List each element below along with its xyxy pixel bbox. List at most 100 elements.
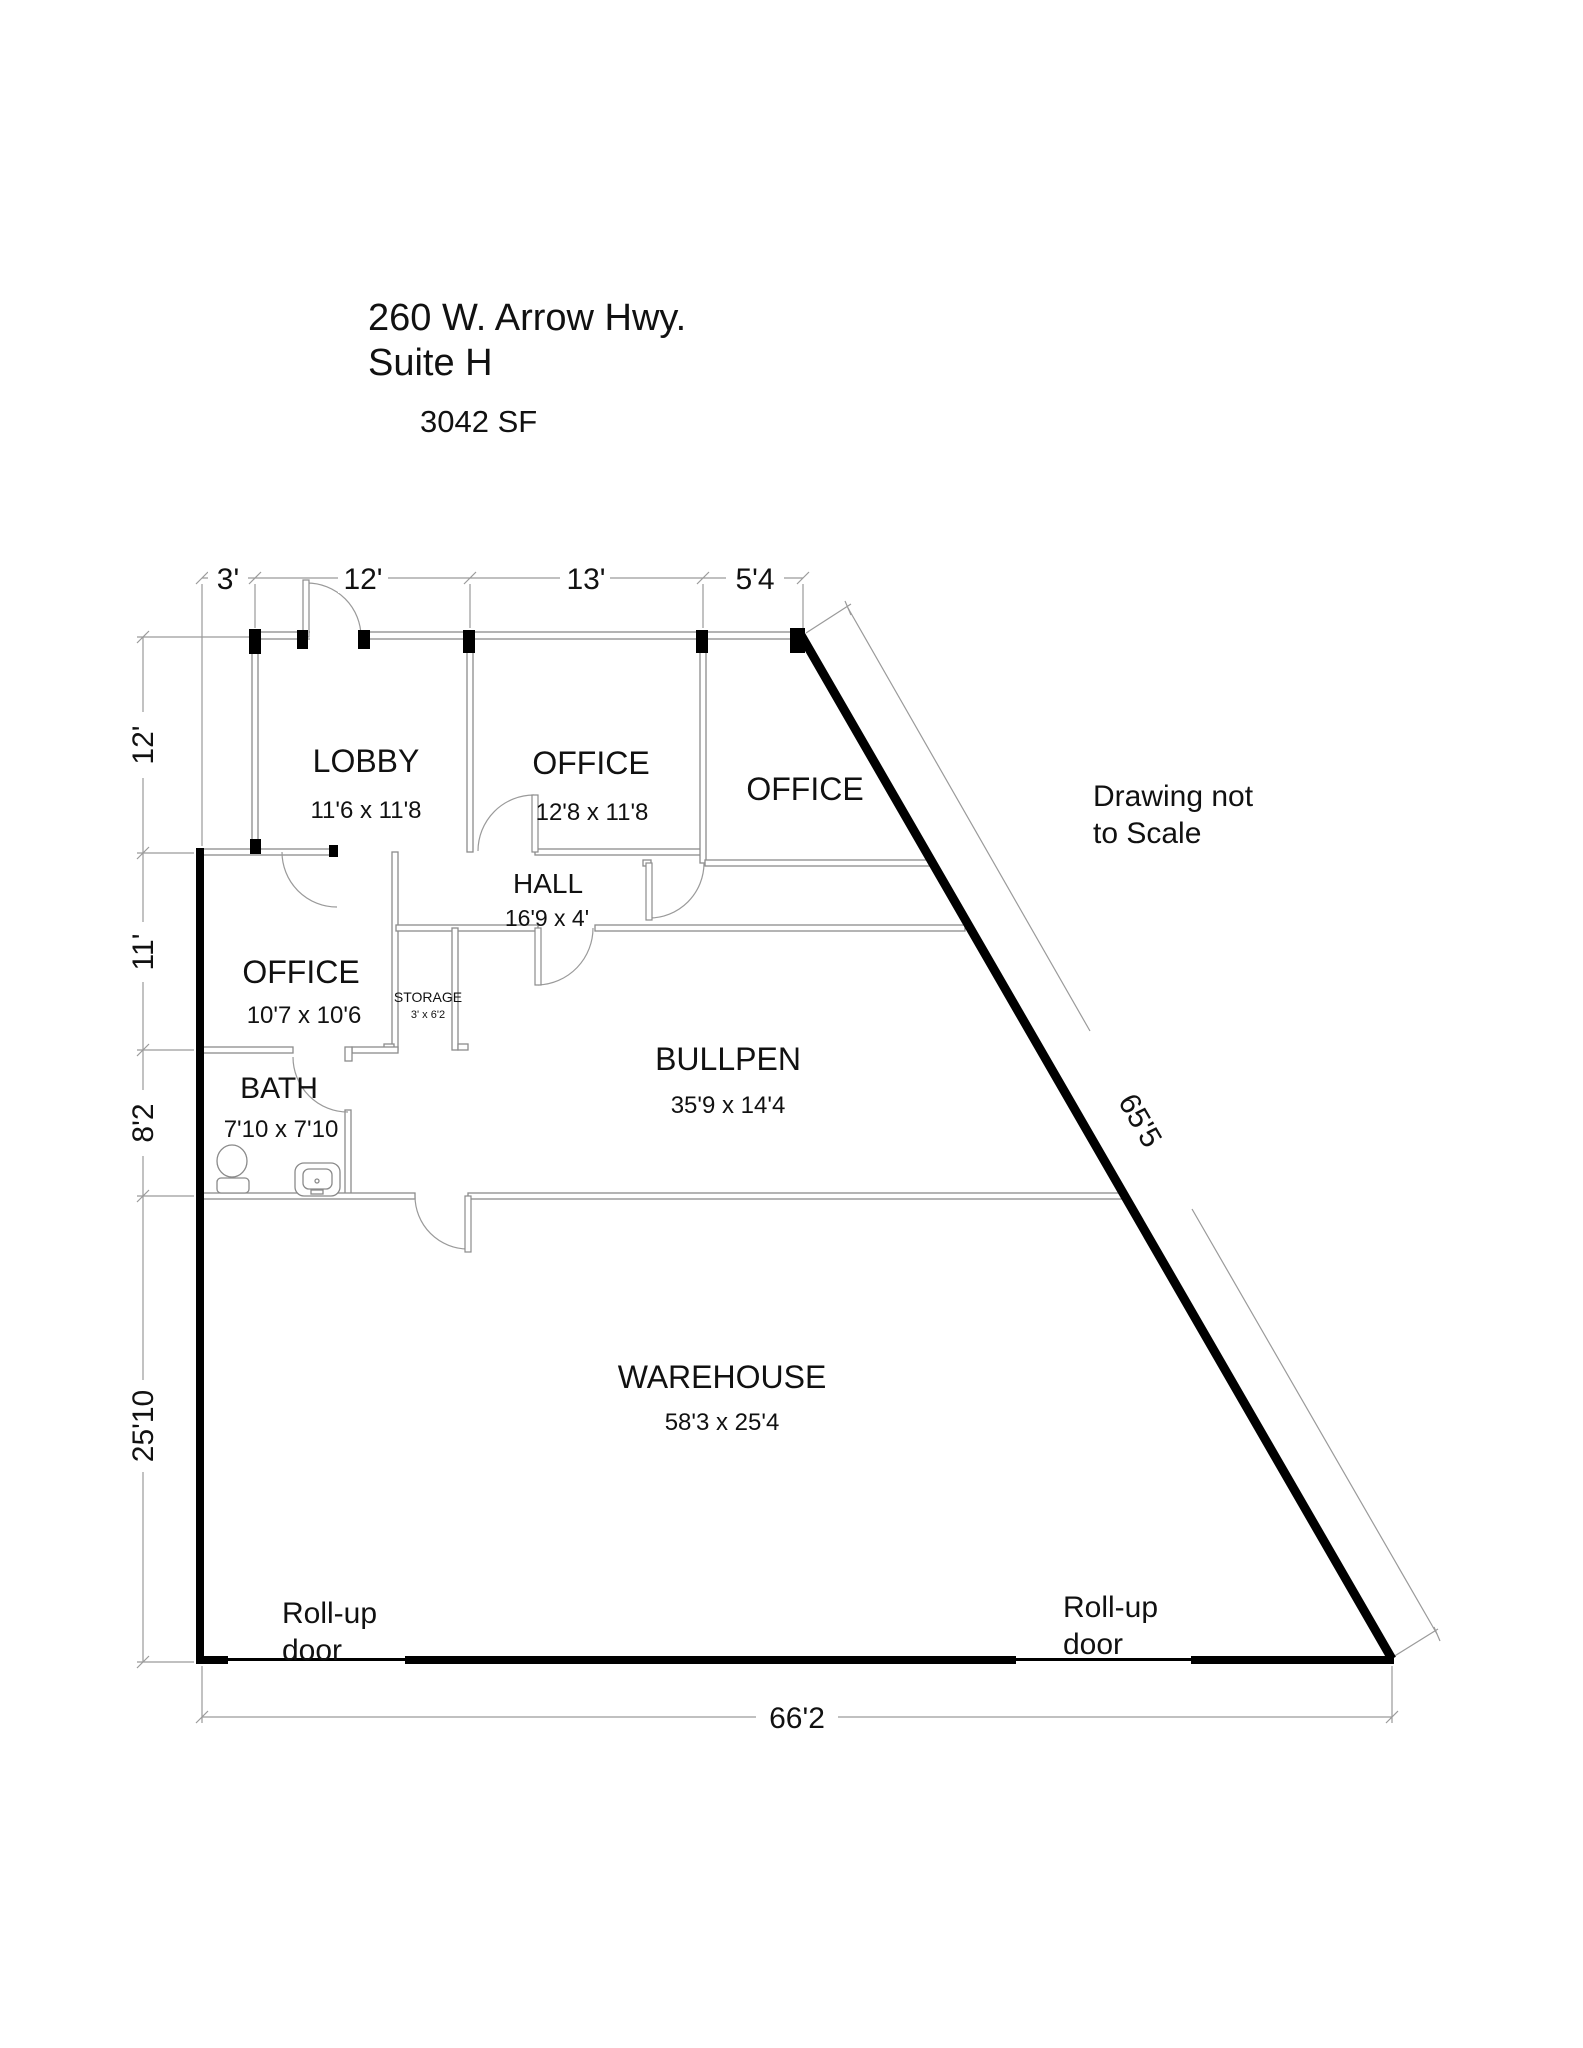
dim-tick (463, 571, 477, 585)
room-dims-office-front: 12'8 x 11'8 (536, 799, 649, 826)
wall-office-rear-bottom-west (199, 1046, 294, 1054)
dim-tick (195, 571, 209, 585)
toilet-bowl-icon (216, 1144, 248, 1178)
room-label-office-rear: OFFICE (242, 954, 359, 990)
dim-top-13ft: 13' (566, 563, 605, 596)
wall-exterior-diagonal (797, 632, 1396, 1662)
wall-office-front-bottom (534, 848, 704, 856)
wall-bath-east (344, 1109, 352, 1197)
dim-top-12ft: 12' (343, 563, 382, 596)
note-line1: Drawing not (1093, 780, 1254, 813)
room-dims-warehouse: 58'3 x 25'4 (665, 1409, 780, 1436)
extension-line (805, 603, 852, 634)
rollup-door-right-label-line1: Roll-up (1063, 1591, 1158, 1624)
office-front-door-leaf (531, 794, 539, 853)
sink-faucet-icon (310, 1189, 324, 1195)
post (297, 630, 308, 649)
wall-office-rear-east (391, 851, 399, 1051)
wall-end-cap (329, 845, 338, 857)
diagonal-dimension-line (847, 607, 1091, 1032)
dim-left-25ft10: 25'10 (127, 1390, 160, 1462)
dim-diagonal-65ft5: 65'5 (1111, 1088, 1167, 1153)
dim-tick (1433, 1626, 1441, 1642)
warehouse-door-leaf (464, 1195, 472, 1253)
wall-posts (249, 628, 805, 857)
dim-tick (796, 571, 810, 585)
room-dims-bullpen: 35'9 x 14'4 (671, 1092, 786, 1119)
labels: 260 W. Arrow Hwy. Suite H 3042 SF Drawin… (127, 297, 1254, 1735)
room-dims-bath: 7'10 x 7'10 (224, 1116, 339, 1143)
dim-left-11ft: 11' (127, 934, 160, 971)
dim-left-12ft: 12' (127, 725, 160, 764)
dim-top-3ft: 3' (217, 563, 239, 596)
toilet-tank-icon (216, 1177, 250, 1194)
wall-office-rear-top (199, 848, 338, 856)
office-rear-door-swing-arc (281, 851, 338, 908)
room-label-office-corner: OFFICE (746, 771, 863, 807)
post-lobby-southwest (250, 839, 261, 854)
bullpen-door-leaf (534, 927, 542, 986)
entry-door-swing-arc (306, 582, 362, 638)
room-dims-lobby: 11'6 x 11'8 (310, 797, 421, 824)
warehouse-door-swing-arc (414, 1195, 469, 1250)
rollup-door-right (1016, 1658, 1191, 1661)
room-label-hall: HALL (513, 868, 583, 899)
room-label-bath: BATH (240, 1072, 318, 1105)
room-label-office-front: OFFICE (532, 745, 649, 781)
diagonal-dimension-line (1191, 1208, 1438, 1635)
bullpen-door-swing-arc (537, 927, 594, 986)
extension-line (1392, 1628, 1439, 1658)
wall-bullpen-bottom-east (467, 1192, 1125, 1200)
exterior-walls (196, 632, 1396, 1664)
rollup-door-left-label-line2: door (282, 1634, 342, 1667)
room-label-warehouse: WAREHOUSE (618, 1359, 827, 1395)
wall-hall-bottom-east (594, 924, 966, 932)
wall-office-rear-bottom-east (351, 1046, 399, 1054)
wall-exterior-south (405, 1656, 1016, 1664)
dim-top-5ft4: 5'4 (735, 563, 774, 596)
dim-tick (696, 571, 710, 585)
rollup-door-right-label-line2: door (1063, 1628, 1123, 1661)
post (249, 629, 261, 654)
post (696, 630, 708, 653)
entry-door-opening (310, 630, 360, 641)
entry-door-leaf (302, 579, 310, 638)
post-northeast-corner (790, 628, 805, 653)
bath-fixtures (216, 1144, 341, 1197)
rollup-door-left-label-line1: Roll-up (282, 1597, 377, 1630)
room-label-storage: STORAGE (394, 989, 462, 1005)
address-line1: 260 W. Arrow Hwy. (368, 297, 686, 339)
post (463, 630, 475, 653)
office-front-door-swing-arc (477, 794, 535, 852)
room-label-bullpen: BULLPEN (655, 1041, 801, 1077)
dim-bottom-66ft2: 66'2 (769, 1702, 825, 1735)
wall-exterior-south (196, 1656, 228, 1664)
office-corner-door-leaf (645, 862, 653, 921)
sink-drain-icon (314, 1178, 320, 1184)
room-dims-office-rear: 10'7 x 10'6 (247, 1002, 362, 1029)
room-dims-hall: 16'9 x 4' (505, 905, 589, 931)
interior-walls (199, 630, 1125, 1200)
wall-storage-foot-right (457, 1043, 469, 1051)
dim-tick (248, 571, 262, 585)
dimension-lines (136, 571, 1441, 1724)
doors (281, 579, 705, 1253)
room-label-lobby: LOBBY (313, 743, 420, 779)
address-line2: Suite H (368, 342, 493, 384)
dimension-label-backgrounds (127, 562, 838, 1734)
wall-lobby-office-divider (466, 636, 474, 853)
area-label: 3042 SF (420, 404, 537, 439)
wall-exterior-west (196, 848, 204, 1664)
bath-door-swing-arc (292, 1056, 349, 1113)
wall-bath-door-jamb (344, 1046, 353, 1062)
dim-tick (844, 600, 852, 616)
post (358, 630, 370, 649)
dim-left-8ft2: 8'2 (127, 1103, 160, 1142)
wall-office-office-divider (699, 636, 707, 864)
rollup-door-left (228, 1658, 405, 1661)
wall-exterior-south (1191, 1656, 1394, 1664)
office-corner-door-swing-arc (648, 862, 705, 919)
room-dims-storage: 3' x 6'2 (411, 1009, 445, 1021)
